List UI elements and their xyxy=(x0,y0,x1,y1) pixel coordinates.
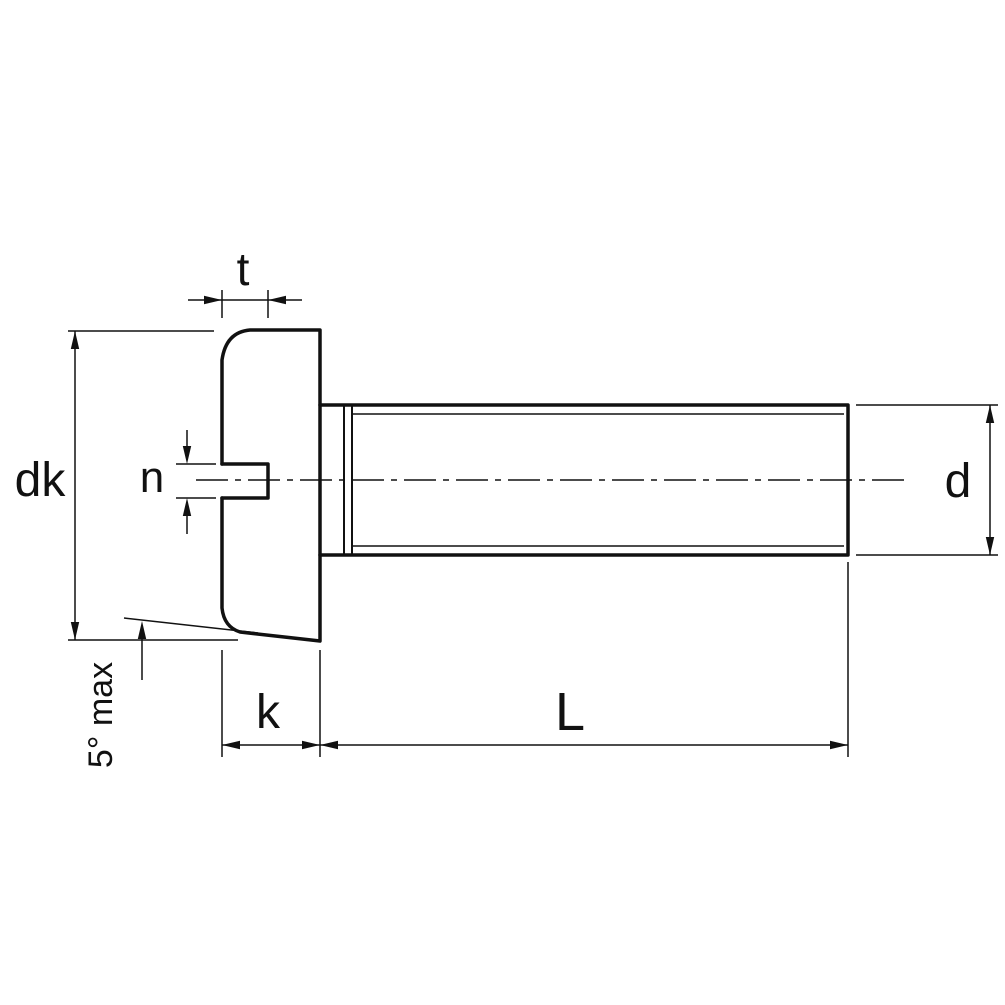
dimension-d: d xyxy=(856,404,998,556)
t-arrowhead-right xyxy=(268,295,286,305)
dk-extension-lines xyxy=(68,330,238,641)
d-label: d xyxy=(945,455,972,508)
angle-label: 5° max xyxy=(82,662,120,768)
dk-arrowhead-top xyxy=(70,331,80,349)
n-arrowhead-top xyxy=(182,446,192,464)
L-arrowhead-right xyxy=(830,740,848,750)
n-label: n xyxy=(140,453,164,502)
thread-runout-lines xyxy=(343,405,353,555)
dimension-L: L xyxy=(320,562,849,757)
screw-body xyxy=(196,328,904,643)
dimension-n: n xyxy=(140,430,216,534)
dk-arrowhead-bottom xyxy=(70,622,80,640)
d-arrowhead-top xyxy=(985,405,995,423)
k-extension-lines xyxy=(221,650,321,757)
screw-slot-outline xyxy=(220,462,270,500)
L-label: L xyxy=(555,682,585,742)
dimension-t: t xyxy=(188,243,302,318)
angle-arrowhead xyxy=(137,621,147,639)
t-arrowhead-left xyxy=(204,295,222,305)
thread-minor-diameter-lines xyxy=(352,413,844,547)
dk-label: dk xyxy=(15,454,67,507)
t-extension-lines xyxy=(221,290,269,318)
d-arrowhead-bottom xyxy=(985,537,995,555)
d-extension-lines xyxy=(856,404,998,556)
dimension-angle: 5° max xyxy=(82,617,259,768)
L-arrowhead-left xyxy=(320,740,338,750)
k-arrowhead-left xyxy=(222,740,240,750)
dimension-dk: dk xyxy=(15,330,238,641)
n-extension-lines xyxy=(176,463,216,499)
dimension-k: k xyxy=(221,650,321,757)
t-label: t xyxy=(237,243,250,295)
k-arrowhead-right xyxy=(302,740,320,750)
k-label: k xyxy=(256,686,281,739)
angle-reference-line xyxy=(123,617,259,634)
n-arrowhead-bottom xyxy=(182,498,192,516)
screw-head-outline xyxy=(220,328,322,643)
